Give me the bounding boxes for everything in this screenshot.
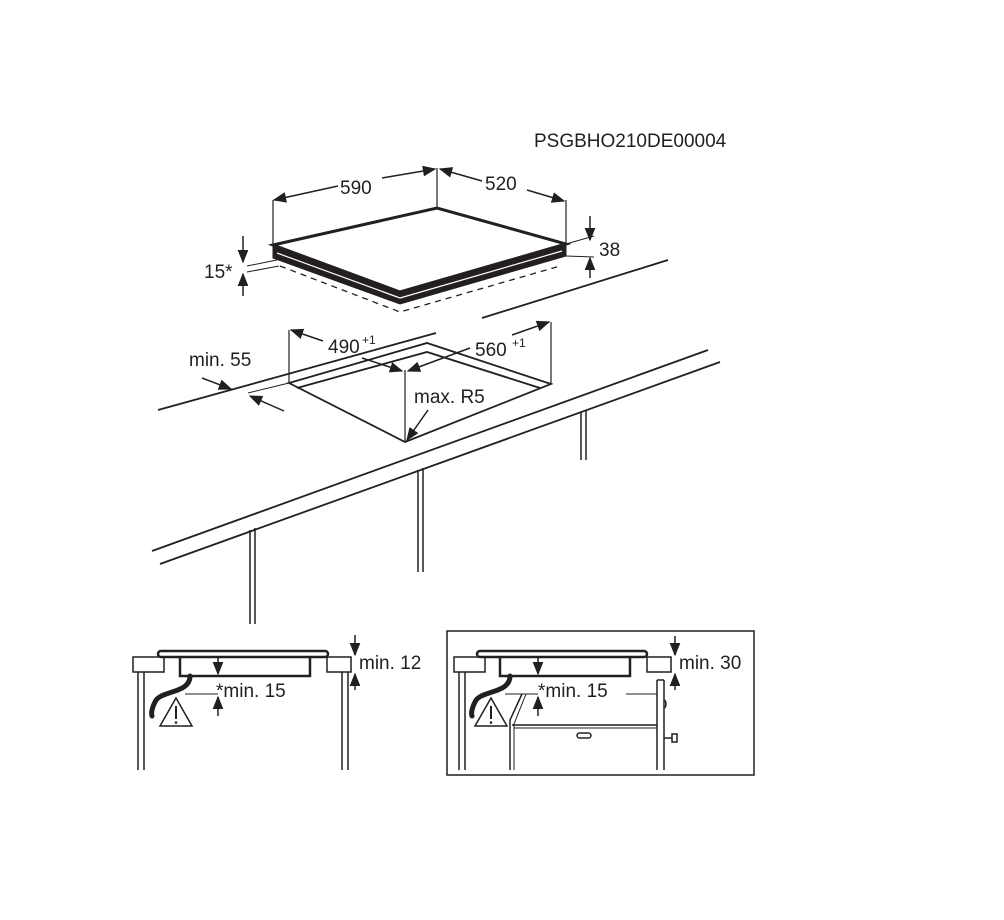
left-top-clearance-label: min. 12	[359, 653, 421, 674]
hob-depth-label: 520	[485, 174, 517, 195]
section-right	[446, 630, 755, 776]
corner-radius-label: max. R5	[414, 387, 485, 408]
hob-width-label: 590	[340, 178, 372, 199]
cutout-depth-label: 560	[475, 340, 507, 361]
cutout-width-tolerance: +1	[362, 333, 376, 347]
warning-icon	[473, 696, 509, 727]
document-code: PSGBHO210DE00004	[534, 131, 727, 152]
countertop-drawing	[151, 259, 721, 624]
hob-drawing	[237, 165, 596, 313]
warning-icon	[158, 696, 194, 727]
hob-height-label: 38	[599, 240, 620, 261]
edge-distance-label: min. 55	[189, 350, 251, 371]
left-bottom-clearance-label: *min. 15	[216, 681, 286, 702]
hob-offset-label: 15*	[204, 262, 233, 283]
right-bottom-clearance-label: *min. 15	[538, 681, 608, 702]
cutout-depth-tolerance: +1	[512, 336, 526, 350]
right-top-clearance-label: min. 30	[679, 653, 741, 674]
section-left	[132, 635, 361, 770]
cutout-width-label: 490	[328, 337, 360, 358]
